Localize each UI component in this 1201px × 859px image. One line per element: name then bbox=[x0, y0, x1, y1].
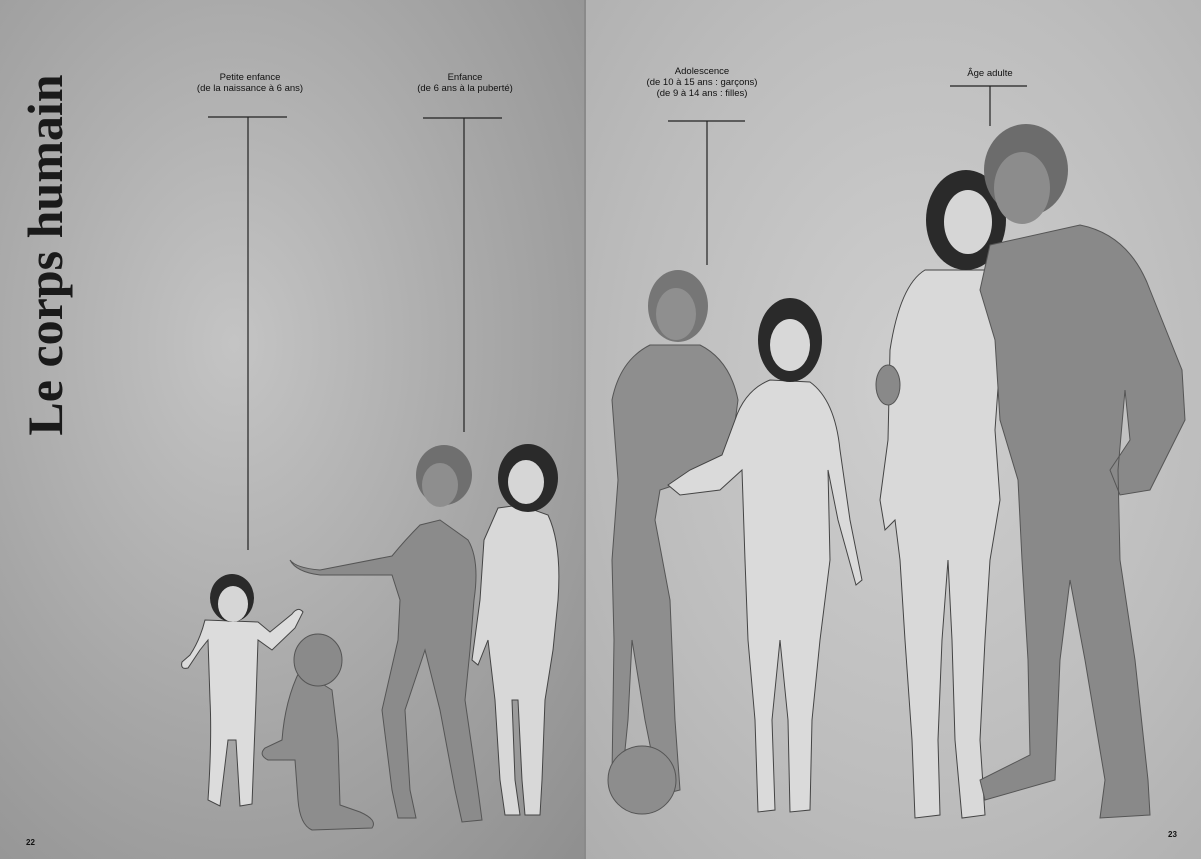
teen-boy-figure bbox=[608, 270, 738, 814]
child-girl-figure bbox=[472, 444, 559, 815]
page-number-right: 23 bbox=[1168, 830, 1177, 839]
baby-figure bbox=[262, 634, 373, 830]
page-number-left: 22 bbox=[26, 838, 35, 847]
toddler-figure bbox=[182, 574, 303, 806]
